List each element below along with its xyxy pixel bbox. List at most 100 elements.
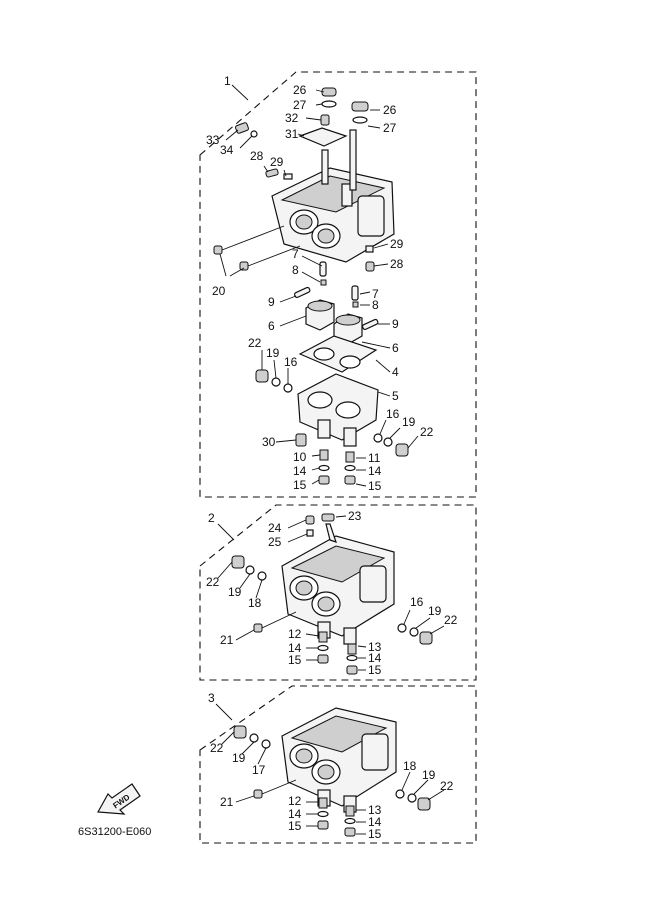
- float-pin-9-right: [361, 318, 379, 331]
- screw-32: [320, 114, 330, 126]
- callout-18: 18: [403, 759, 417, 773]
- callout-23: 23: [348, 509, 362, 523]
- callout-21: 21: [220, 795, 234, 809]
- screw-21: [253, 623, 263, 633]
- cover-plate: [298, 127, 348, 147]
- callout-14: 14: [293, 464, 307, 478]
- seat-8-right: [352, 301, 359, 308]
- callout-16: 16: [410, 595, 424, 609]
- float-chamber-gasket: [298, 335, 378, 373]
- group-1-number: 1: [224, 74, 231, 88]
- callout-19: 19: [402, 415, 416, 429]
- callout-19: 19: [232, 751, 246, 765]
- group-3-number: 3: [208, 691, 215, 705]
- callout-14: 14: [368, 651, 382, 665]
- washer-25: [306, 529, 314, 537]
- jet-13: [345, 805, 355, 817]
- callout-24: 24: [268, 521, 282, 535]
- group-3: 3: [199, 685, 477, 844]
- callout-9: 9: [268, 295, 275, 309]
- washer-19-right: [409, 627, 419, 637]
- screw-24: [305, 515, 315, 525]
- seal-16: [397, 623, 407, 633]
- callout-32: 32: [285, 111, 299, 125]
- callout-22: 22: [210, 741, 224, 755]
- fwd-arrow-icon: FWD: [97, 783, 141, 815]
- callout-26: 26: [293, 83, 307, 97]
- callout-29: 29: [390, 237, 404, 251]
- washer-34: [250, 130, 258, 138]
- screw-22-left: [231, 555, 245, 569]
- group-2-boundary: [199, 504, 477, 681]
- oring-14-right: [344, 817, 356, 825]
- seat-8-left: [320, 279, 327, 286]
- callout-13: 13: [368, 640, 382, 654]
- group-1: 1: [199, 71, 477, 498]
- callout-29: 29: [270, 155, 284, 169]
- jet-13: [347, 643, 357, 655]
- fitting-23: [321, 513, 335, 522]
- callout-16: 16: [284, 355, 298, 369]
- drawing-code: 6S31200-E060: [78, 826, 151, 838]
- callout-4: 4: [392, 365, 399, 379]
- callout-22: 22: [206, 575, 220, 589]
- callout-19: 19: [266, 346, 280, 360]
- needle-valve-7-right: [351, 285, 359, 301]
- plug-26-left: [321, 87, 337, 97]
- group-1-boundary: [199, 71, 477, 498]
- group-2: 2: [199, 504, 477, 681]
- callout-5: 5: [392, 389, 399, 403]
- plug-15-right: [344, 827, 356, 837]
- callout-14: 14: [368, 464, 382, 478]
- screw-22-right: [417, 797, 431, 811]
- callout-14: 14: [288, 641, 302, 655]
- screw-22-left: [255, 369, 269, 383]
- jet-12: [318, 797, 328, 809]
- callout-13: 13: [368, 803, 382, 817]
- group-2-number: 2: [208, 511, 215, 525]
- plug-15-left: [317, 820, 329, 830]
- callout-15: 15: [288, 653, 302, 667]
- plug-15-right: [344, 475, 356, 485]
- screw-22-right: [419, 631, 433, 645]
- callout-20: 20: [212, 284, 226, 298]
- washer-27-left: [321, 100, 337, 108]
- plug-15-left: [317, 654, 329, 664]
- callout-15: 15: [293, 478, 307, 492]
- callout-7: 7: [372, 287, 379, 301]
- callout-17: 17: [252, 763, 266, 777]
- callout-27: 27: [383, 121, 397, 135]
- screw-30: [295, 433, 307, 447]
- callout-16: 16: [386, 407, 400, 421]
- jet-12: [318, 631, 328, 643]
- callout-15: 15: [368, 479, 382, 493]
- callout-14: 14: [368, 815, 382, 829]
- plug-26-right: [351, 101, 369, 112]
- washer-19-right: [407, 793, 417, 803]
- jet-10: [319, 449, 329, 461]
- oring-14-left: [318, 464, 330, 472]
- seal-18: [395, 789, 405, 799]
- seal-16-right: [373, 433, 383, 443]
- group-3-boundary: [199, 685, 477, 844]
- oring-14-left: [317, 810, 329, 818]
- seal-17: [261, 739, 271, 749]
- washer-19-right: [383, 437, 393, 447]
- screw-28-left: [265, 168, 279, 178]
- callout-18: 18: [248, 596, 262, 610]
- oring-14-right: [346, 654, 358, 662]
- callout-33: 33: [206, 133, 220, 147]
- callout-14: 14: [288, 807, 302, 821]
- callout-27: 27: [293, 98, 307, 112]
- screw-22-left: [233, 725, 247, 739]
- screw-22-right: [395, 443, 409, 457]
- callout-12: 12: [288, 627, 302, 641]
- callout-26: 26: [383, 103, 397, 117]
- callout-6: 6: [268, 319, 275, 333]
- washer-19-left: [249, 733, 259, 743]
- callout-11: 11: [368, 451, 381, 465]
- callout-31: 31: [285, 127, 299, 141]
- washer-19-left: [245, 565, 255, 575]
- washer-27-right: [352, 116, 368, 124]
